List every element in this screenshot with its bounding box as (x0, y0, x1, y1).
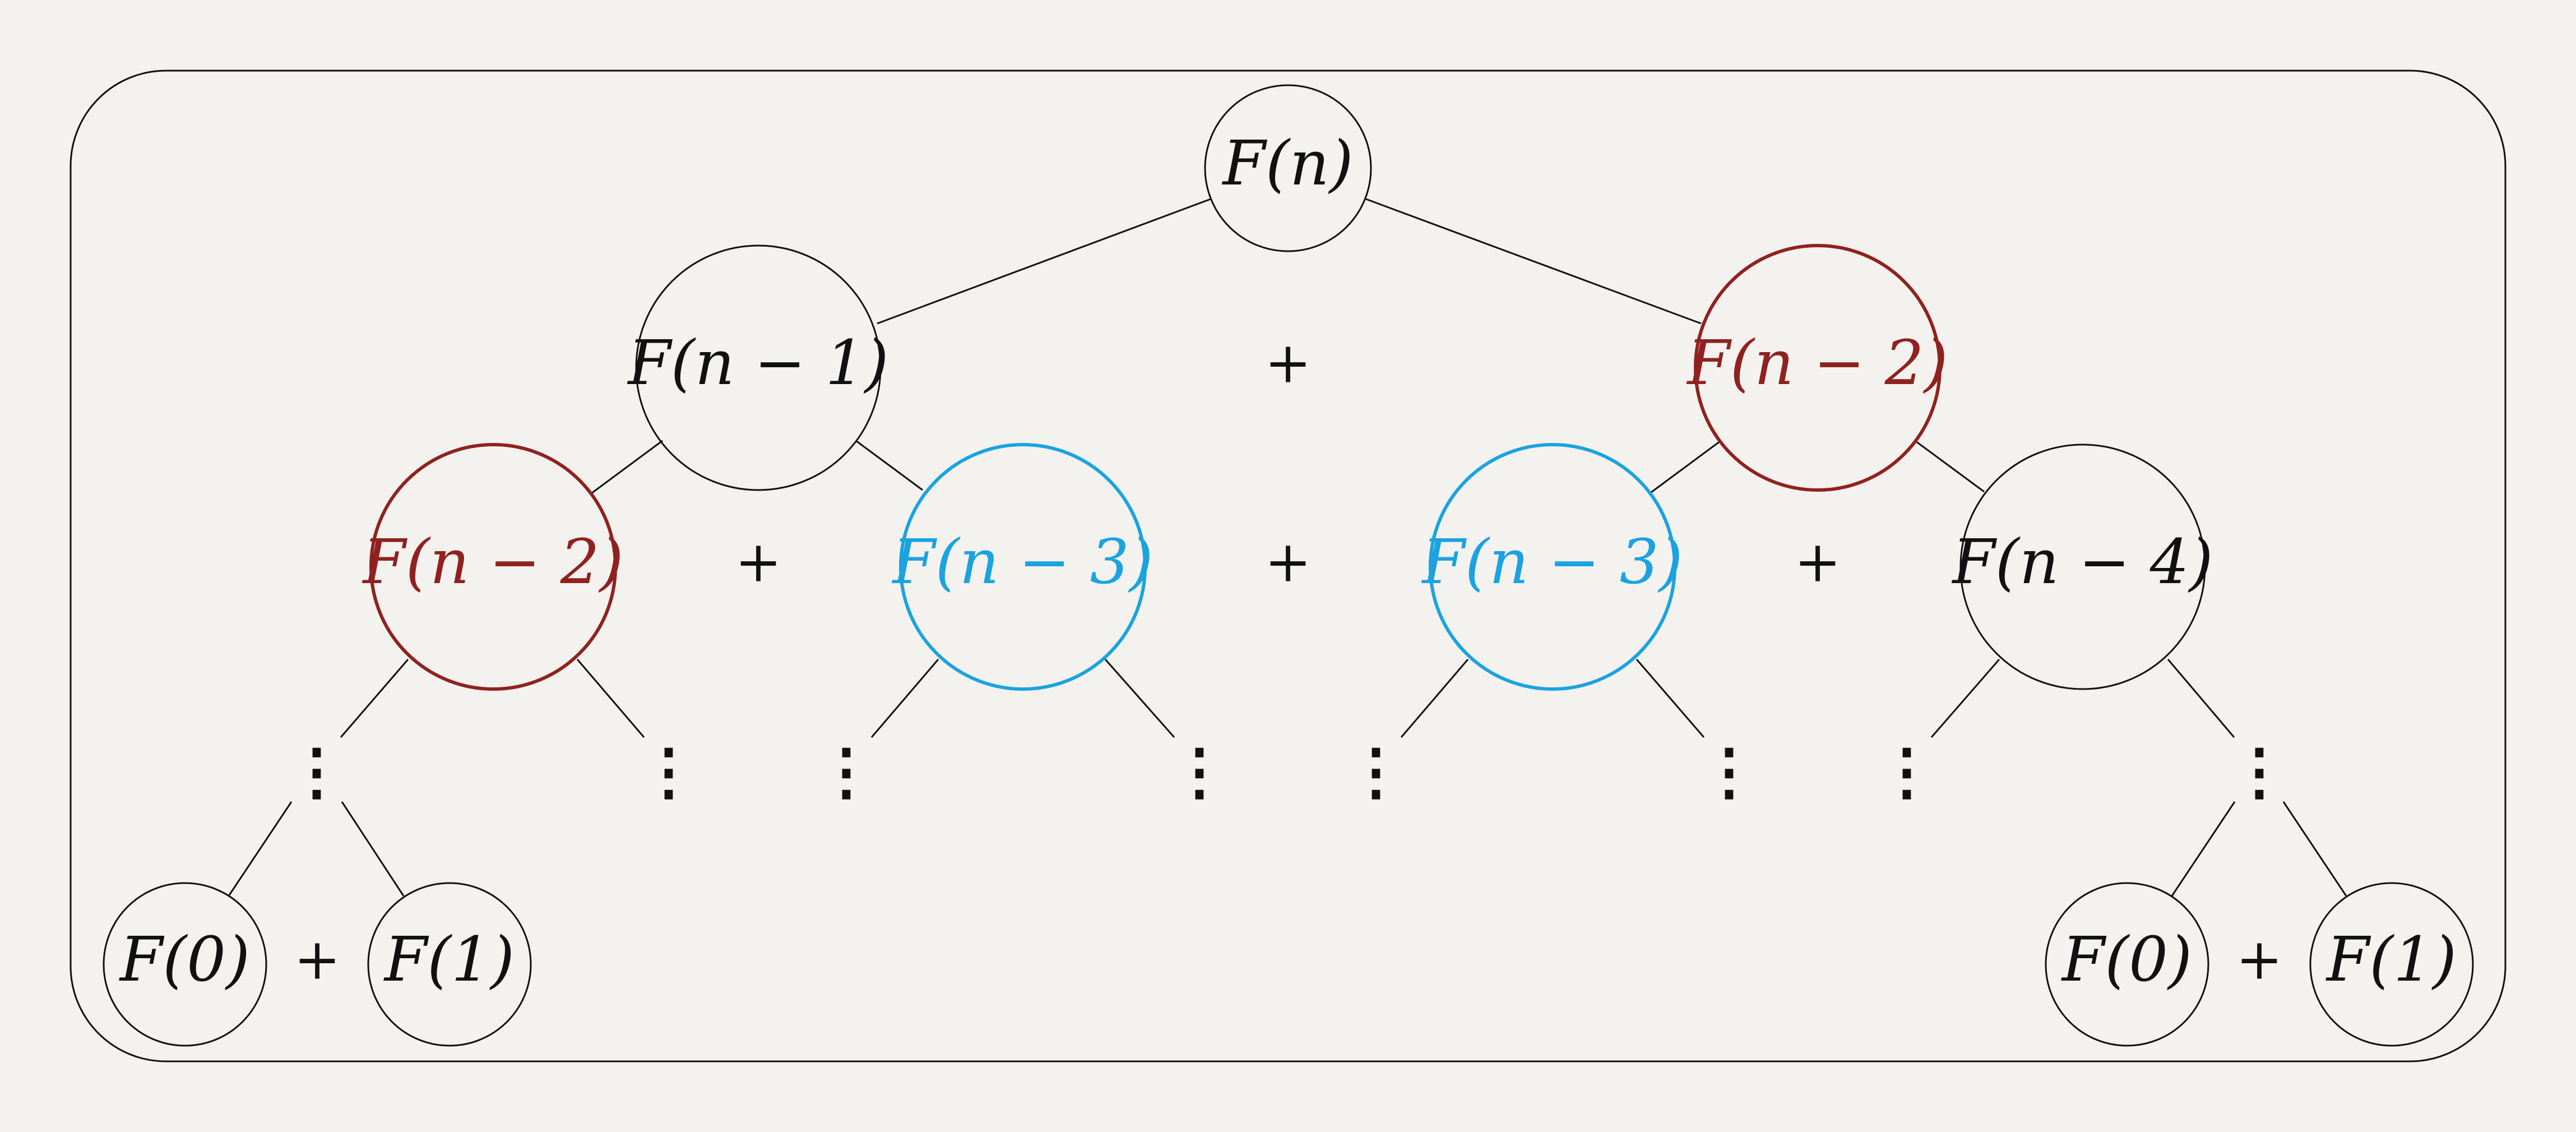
tree-node-l2-b: F(n − 3) (891, 443, 1153, 691)
vertical-dots: ⋮ (638, 735, 699, 807)
edge-l2-b-down-left (870, 659, 939, 738)
node-label: F(n − 1) (627, 327, 888, 399)
plus-operator-leaf-right: + (2236, 927, 2283, 992)
vertical-dots: ⋮ (1698, 735, 1760, 807)
plus-operator-l1: + (1264, 330, 1312, 396)
tree-node-root: F(n) (1204, 84, 1372, 252)
node-label: F(n − 4) (1951, 526, 2213, 598)
node-circle (635, 244, 882, 491)
node-circle (899, 443, 1147, 691)
edge-l1-right-to-l2-d (1915, 440, 1985, 493)
tree-node-l2-c: F(n − 3) (1421, 443, 1683, 691)
tree-node-leaf-left-0: F(0) (103, 882, 267, 1047)
vertical-dots: ⋮ (1169, 735, 1230, 807)
edge-root-to-l1-right (1365, 198, 1702, 325)
edge-dots-to-leaf-left-1 (341, 801, 405, 897)
edge-l2-a-down-right (576, 659, 645, 738)
plus-operator-l2-c: + (1794, 529, 1841, 595)
node-circle (1429, 443, 1676, 691)
edge-dots-to-leaf-right-1 (2282, 801, 2347, 897)
diagram-frame (70, 70, 2506, 1062)
node-circle (1694, 244, 1942, 492)
node-label: F(n − 3) (891, 526, 1153, 598)
node-label: F(1) (2325, 923, 2457, 995)
node-label: F(0) (2061, 923, 2192, 995)
edge-l1-right-to-l2-c (1651, 440, 1721, 493)
tree-node-l1-right: F(n − 2) (1686, 244, 1948, 492)
plus-operator-l2-b: + (1264, 529, 1312, 595)
vertical-dots: ⋮ (1345, 735, 1407, 807)
plus-operator-leaf-left: + (294, 927, 341, 992)
node-circle (1204, 84, 1372, 252)
node-label: F(0) (119, 923, 250, 995)
vertical-dots: ⋮ (2228, 735, 2290, 807)
node-circle (2309, 882, 2474, 1047)
tree-node-l2-a: F(n − 2) (362, 443, 624, 691)
edge-l2-c-down-left (1400, 659, 1469, 738)
node-label: F(n − 2) (1686, 327, 1948, 399)
edge-l2-a-down-left (340, 659, 409, 738)
edge-l2-d-down-left (1930, 659, 2000, 738)
vertical-dots: ⋮ (816, 735, 877, 807)
tree-node-l1-left: F(n − 1) (627, 244, 889, 491)
edge-l1-left-to-l2-a (591, 440, 663, 495)
tree-node-leaf-right-0: F(0) (2045, 882, 2209, 1047)
vertical-dots: ⋮ (286, 735, 348, 807)
operators: + + + + + + (294, 330, 2283, 992)
node-label: F(n − 3) (1421, 526, 1683, 598)
edge-l1-left-to-l2-b (855, 440, 923, 491)
node-label: F(1) (383, 923, 515, 995)
node-circle (2045, 882, 2209, 1047)
node-circle (369, 443, 617, 691)
plus-operator-l2-a: + (735, 529, 782, 595)
tree-node-leaf-left-1: F(1) (367, 882, 532, 1047)
node-circle (1959, 443, 2206, 690)
node-label: F(n − 2) (362, 526, 623, 598)
edge-l2-d-down-right (2167, 659, 2235, 738)
tree-node-leaf-right-1: F(1) (2309, 882, 2474, 1047)
tree-node-l2-d: F(n − 4) (1951, 443, 2213, 690)
edge-root-to-l1-left (877, 198, 1211, 325)
node-circle (367, 882, 532, 1047)
edge-l2-b-down-right (1104, 659, 1175, 738)
edge-dots-to-leaf-right-0 (2171, 801, 2236, 897)
tree-edges (228, 198, 2347, 897)
continuation-dots: ⋮ ⋮ ⋮ ⋮ ⋮ ⋮ ⋮ ⋮ (286, 735, 2290, 807)
edge-dots-to-leaf-left-0 (228, 801, 293, 897)
node-circle (103, 882, 267, 1047)
node-label: F(n) (1222, 127, 1354, 199)
edge-l2-c-down-right (1636, 659, 1705, 738)
vertical-dots: ⋮ (1876, 735, 1938, 807)
